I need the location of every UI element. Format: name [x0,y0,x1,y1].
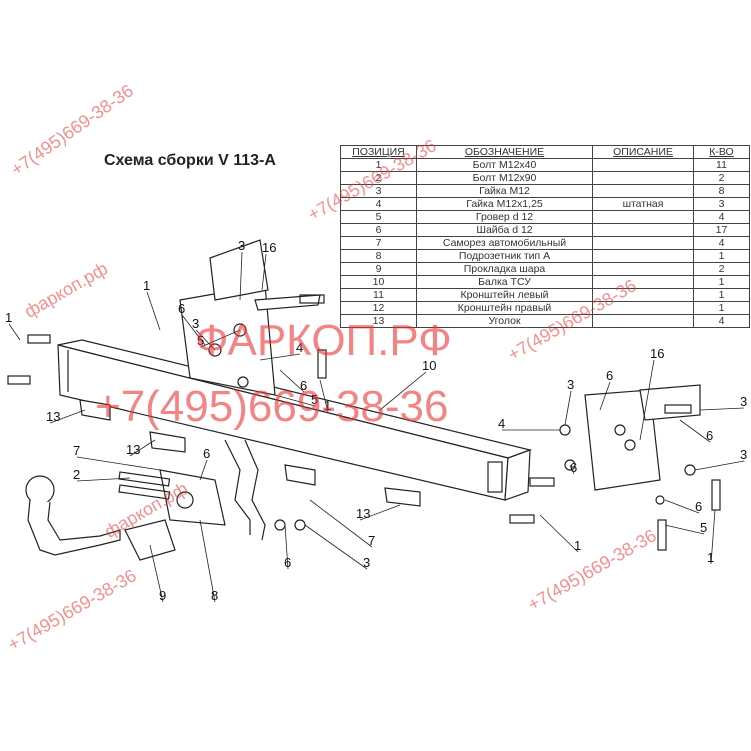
leader-line [261,253,267,291]
leader-line [284,524,289,570]
leader-line [146,291,161,331]
leader-line [679,419,711,443]
leader-line [259,353,301,361]
callout-label: 9 [159,588,166,603]
callout-label: 1 [707,550,714,565]
callout-label: 3 [238,238,245,253]
callout-label: 3 [363,555,370,570]
callout-label: 6 [203,446,210,461]
callout-label: 8 [211,588,218,603]
leader-line [539,514,579,553]
leader-line [76,477,131,482]
callout-label: 6 [695,499,702,514]
leader-line [309,499,373,548]
callout-label: 3 [192,316,199,331]
leader-line [664,499,700,514]
leader-line [359,504,401,521]
cell-quantity: 8 [693,184,750,198]
leader-line [564,390,572,426]
callout-label: 6 [706,428,713,443]
left-bracket [179,239,321,396]
leader-line [599,381,611,411]
callout-label: 6 [284,555,291,570]
right-bracket [584,384,701,491]
leader-line [379,371,427,411]
callout-label: 1 [324,398,331,413]
leader-line [8,323,21,341]
callout-label: 1 [574,538,581,553]
header-designation: ОБОЗНАЧЕНИЕ [416,145,593,159]
callout-label: 1 [5,310,12,325]
leader-line [195,329,216,351]
callout-label: 3 [740,447,747,462]
leader-line [664,524,705,535]
leader-line [200,329,241,348]
cell-quantity: 4 [693,314,750,328]
callout-label: 3 [567,377,574,392]
leader-line [199,459,208,481]
callout-label: 1 [143,278,150,293]
leader-line [181,314,206,346]
leader-line [710,509,716,565]
cell-designation: Гайка М12х1,25 [416,197,593,211]
callout-label: 6 [570,460,577,475]
cell-position: 13 [340,314,417,328]
leader-line [694,460,745,471]
leader-line [639,359,655,441]
callout-label: 13 [126,442,140,457]
table-header-row: ПОЗИЦИЯ ОБОЗНАЧЕНИЕ ОПИСАНИЕ К-ВО [340,145,750,159]
leader-line [274,394,316,407]
cell-designation: Гайка М12 [416,184,593,198]
leader-lines [8,251,745,603]
leader-line [129,439,156,457]
leader-line [569,464,575,475]
callout-label: 5 [311,392,318,407]
callout-label: 13 [356,506,370,521]
tow-beam [57,339,533,501]
callout-label: 4 [296,340,303,355]
socket-plate [159,439,266,541]
leader-line [49,409,86,424]
callout-label: 7 [73,443,80,458]
leader-line [319,379,329,413]
callout-label: 6 [606,368,613,383]
leader-line [279,369,305,393]
callout-label: 16 [262,240,276,255]
callout-label: 13 [46,409,60,424]
leader-line [239,251,243,301]
callout-label: 3 [740,394,747,409]
cell-designation: Уголок [416,314,593,328]
tow-ball [25,475,176,561]
callout-label: 2 [73,467,80,482]
leader-line [304,524,368,570]
callout-label: 6 [178,301,185,316]
callout-label: 16 [650,346,664,361]
angle-brackets [79,399,421,507]
leader-line [699,407,745,411]
watermark-site: ФАРКОП.РФ [195,316,452,365]
callout-label: 10 [422,358,436,373]
leader-line [76,456,161,471]
callout-label: 4 [498,416,505,431]
cell-designation: Балка ТСУ [416,275,593,289]
diagram-title: Схема сборки V 113-A [104,152,276,169]
callout-label: 6 [300,378,307,393]
leader-line [149,544,164,603]
watermark-phone: +7(495)669-38-36 [95,382,449,431]
callout-label: 7 [368,533,375,548]
callout-label: 5 [700,520,707,535]
leader-line [199,519,216,603]
callout-label: 5 [197,333,204,348]
